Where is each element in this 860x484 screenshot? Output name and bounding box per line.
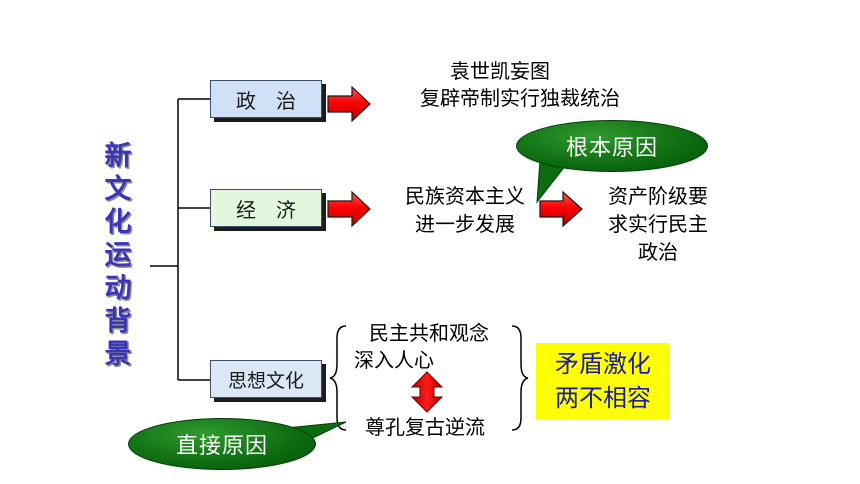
economy-text-line2: 进一步发展 — [415, 212, 515, 236]
callout-fundamental-cause: 根本原因 — [516, 120, 708, 172]
contradiction-highlight: 矛盾激化 两不相容 — [536, 343, 670, 419]
contradiction-line2: 两不相容 — [555, 384, 651, 412]
category-box-economy: 经 济 — [210, 189, 322, 227]
economy-result-line3: 政治 — [638, 240, 678, 264]
contradiction-line1: 矛盾激化 — [555, 350, 651, 378]
arrow-economy — [327, 190, 371, 228]
left-brace — [329, 325, 347, 431]
title-char: 动 — [104, 273, 132, 304]
title-char: 运 — [104, 240, 132, 271]
title-char: 新 — [104, 141, 132, 172]
callout-direct-cause: 直接原因 — [128, 418, 316, 470]
politics-text-line1: 袁世凯妄图 — [450, 59, 550, 83]
category-box-thought: 思想文化 — [210, 360, 322, 398]
economy-result-line1: 资产阶级要 — [608, 184, 708, 208]
title-char: 化 — [104, 207, 132, 238]
title-char: 文 — [104, 174, 132, 205]
tree-connector — [150, 98, 210, 381]
economy-text-line1: 民族资本主义 — [405, 184, 525, 208]
arrow-economy-result — [539, 190, 583, 228]
thought-text-top-line2: 深入人心 — [354, 348, 434, 372]
thought-text-bottom: 尊孔复古逆流 — [365, 415, 485, 439]
double-arrow-vertical — [410, 371, 444, 413]
vertical-title: 新 文 化 运 动 背 景 — [100, 140, 136, 371]
category-box-politics: 政 治 — [210, 80, 322, 118]
right-brace — [511, 325, 529, 431]
politics-text-line2: 复辟帝制实行独裁统治 — [420, 86, 620, 110]
economy-result-line2: 求实行民主 — [608, 212, 708, 236]
title-char: 景 — [104, 339, 132, 370]
thought-text-top-line1: 民主共和观念 — [369, 321, 489, 345]
arrow-politics — [327, 85, 371, 123]
title-char: 背 — [104, 306, 132, 337]
